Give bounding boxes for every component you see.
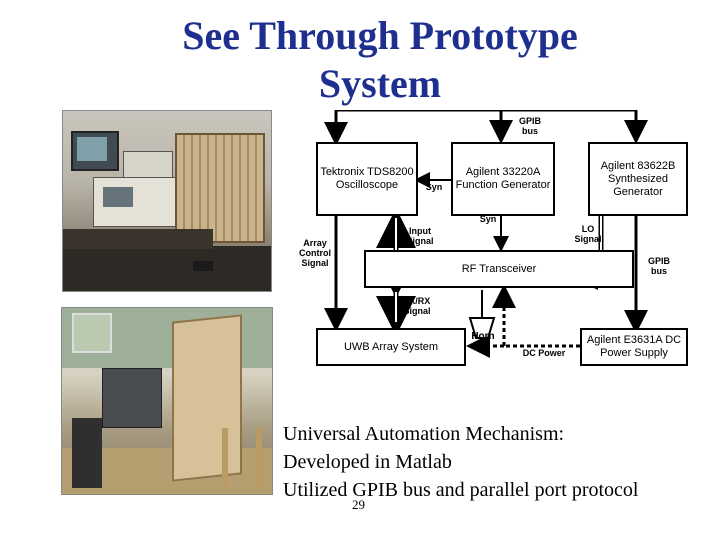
synth-generator-block: Agilent 83622B Synthesized Generator: [588, 142, 688, 216]
oscilloscope-block: Tektronix TDS8200 Oscilloscope: [316, 142, 418, 216]
function-generator-block: Agilent 33220A Function Generator: [451, 142, 555, 216]
title-line-2: System: [0, 60, 720, 108]
function-generator-label: Agilent 33220A Function Generator: [453, 166, 553, 192]
lab-room-photo: [61, 307, 273, 495]
rf-transceiver-label: RF Transceiver: [366, 263, 632, 276]
title-line-1: See Through Prototype: [0, 12, 720, 60]
oscilloscope-label: Tektronix TDS8200 Oscilloscope: [318, 166, 416, 192]
syn-vertical-label: Syn: [476, 214, 500, 224]
page-number: 29: [352, 497, 365, 513]
uwb-array-label: UWB Array System: [318, 341, 464, 354]
horn-label: Horn: [468, 332, 498, 342]
input-signal-label: Input Signal: [400, 226, 440, 246]
syn-horizontal-label: Syn: [422, 182, 446, 192]
gpib-bus-right-label: GPIB bus: [642, 256, 676, 276]
lab-bench-photo: [62, 110, 272, 292]
array-control-signal-label: Array Control Signal: [296, 238, 334, 268]
gpib-bus-top-label: GPIB bus: [510, 116, 550, 136]
dc-supply-block: Agilent E3631A DC Power Supply: [580, 328, 688, 366]
bullet-item: Universal Automation Mechanism:: [283, 420, 719, 448]
slide-title: See Through Prototype System: [0, 12, 720, 108]
dc-supply-label: Agilent E3631A DC Power Supply: [582, 334, 686, 360]
uwb-array-block: UWB Array System: [316, 328, 466, 366]
txrx-signal-label: TX/RX Signal: [400, 296, 434, 316]
synth-generator-label: Agilent 83622B Synthesized Generator: [590, 160, 686, 199]
bullet-item: Utilized GPIB bus and parallel port prot…: [283, 476, 719, 504]
bullet-list: Universal Automation Mechanism: Develope…: [283, 420, 719, 504]
bullet-item: Developed in Matlab: [283, 448, 719, 476]
rf-transceiver-block: RF Transceiver: [364, 250, 634, 288]
dc-power-label: DC Power: [516, 348, 572, 358]
system-block-diagram: Tektronix TDS8200 Oscilloscope Agilent 3…: [296, 110, 694, 372]
lo-signal-label: LO Signal: [570, 224, 606, 244]
